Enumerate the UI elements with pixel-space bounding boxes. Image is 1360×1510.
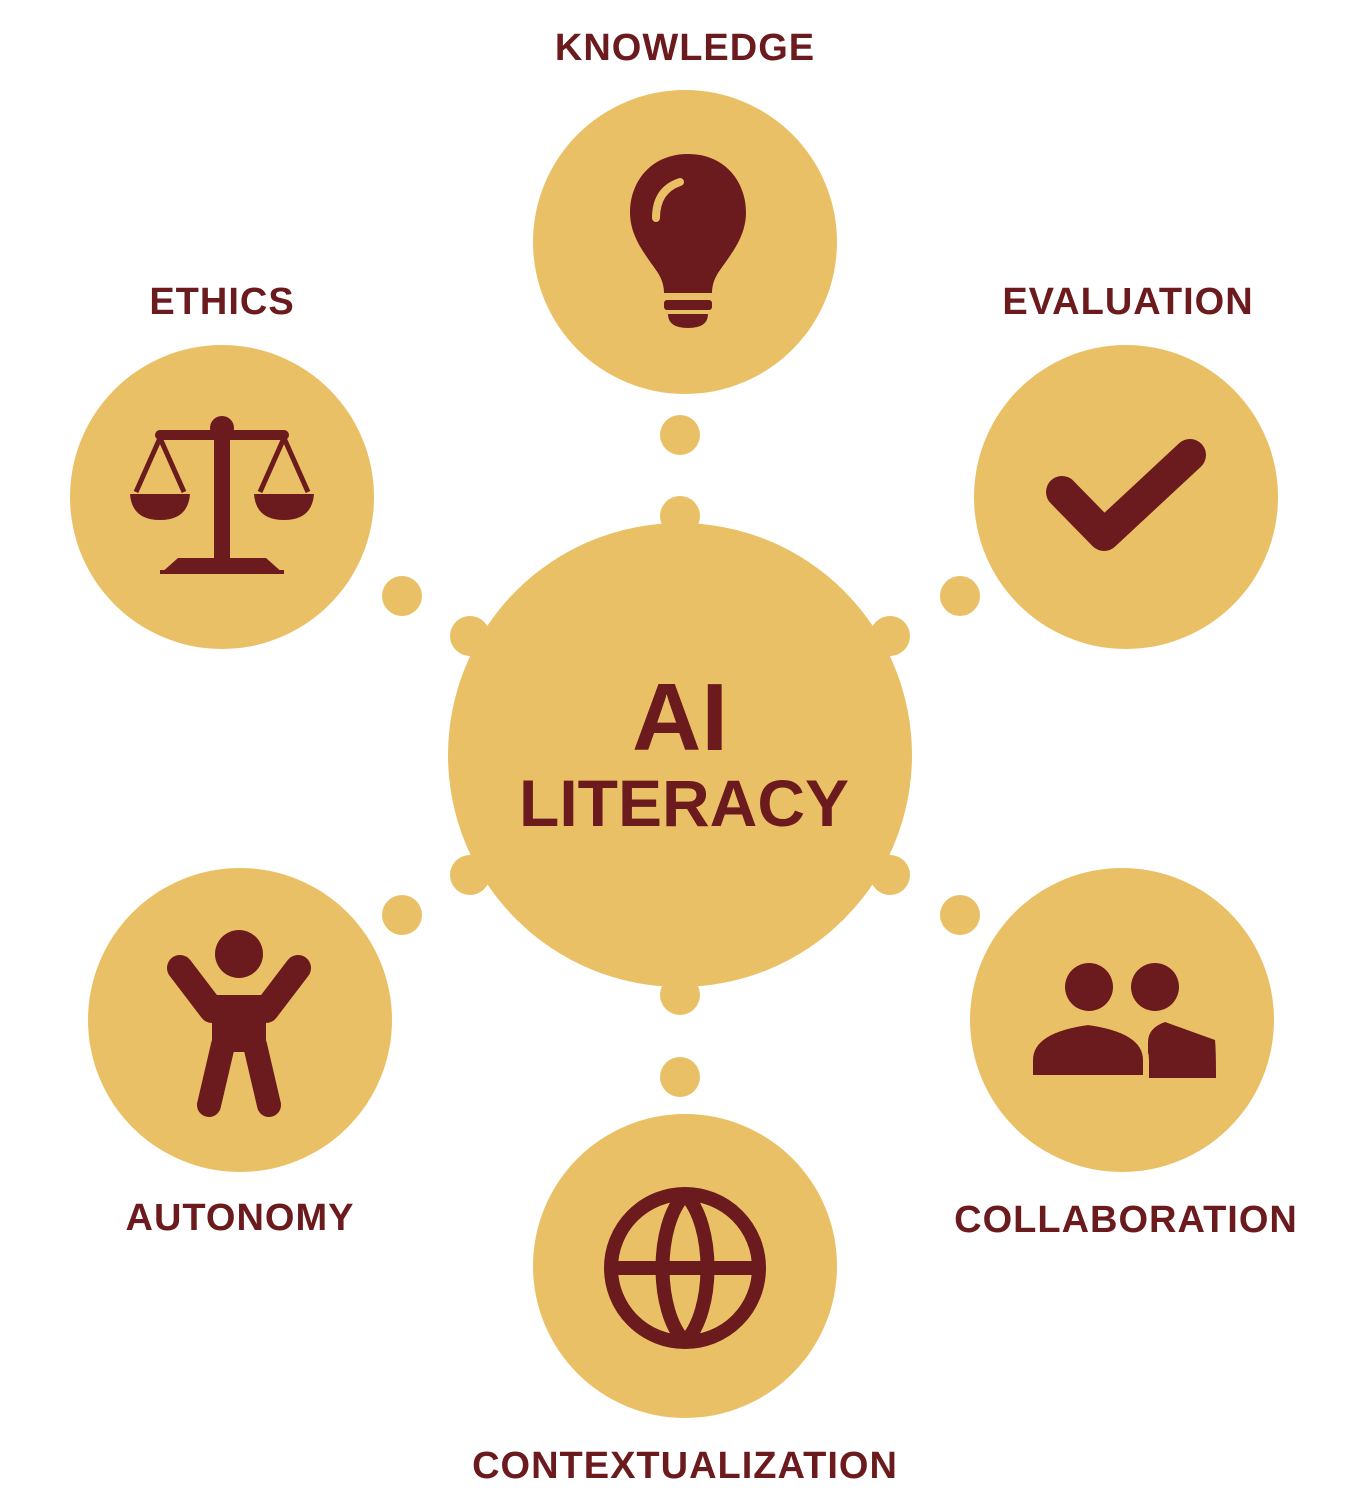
checkmark-icon (1046, 439, 1206, 551)
center-circle (448, 523, 912, 987)
people-icon (1027, 963, 1216, 1081)
connector-dot-evaluation (940, 576, 980, 616)
center-hub (448, 496, 912, 1015)
connector-dot-knowledge (660, 415, 700, 455)
lightbulb-icon (630, 154, 746, 328)
node-label-knowledge: KNOWLEDGE (555, 27, 815, 69)
node-label-evaluation: EVALUATION (1002, 281, 1253, 323)
center-nub-bottom-left (450, 855, 490, 895)
center-nub-top (660, 496, 700, 536)
connector-dot-collaboration (940, 895, 980, 935)
center-title-literacy: LITERACY (519, 766, 849, 840)
node-label-collaboration: COLLABORATION (954, 1199, 1298, 1241)
center-nub-bottom-right (870, 855, 910, 895)
connector-dot-ethics (382, 576, 422, 616)
connector-dot-contextualization (660, 1057, 700, 1097)
node-label-contextualization: CONTEXTUALIZATION (472, 1445, 898, 1487)
node-circle-collaboration (970, 868, 1274, 1172)
scales-icon (130, 416, 314, 574)
node-label-ethics: ETHICS (149, 281, 294, 323)
connector-dots (382, 415, 980, 1097)
center-nub-top-left (450, 616, 490, 656)
center-nub-top-right (870, 616, 910, 656)
center-title-ai: AI (632, 664, 728, 771)
center-nub-bottom (660, 975, 700, 1015)
connector-dot-autonomy (382, 895, 422, 935)
person-arms-raised-icon (167, 930, 311, 1117)
globe-icon (604, 1187, 766, 1349)
node-label-autonomy: AUTONOMY (126, 1197, 355, 1239)
